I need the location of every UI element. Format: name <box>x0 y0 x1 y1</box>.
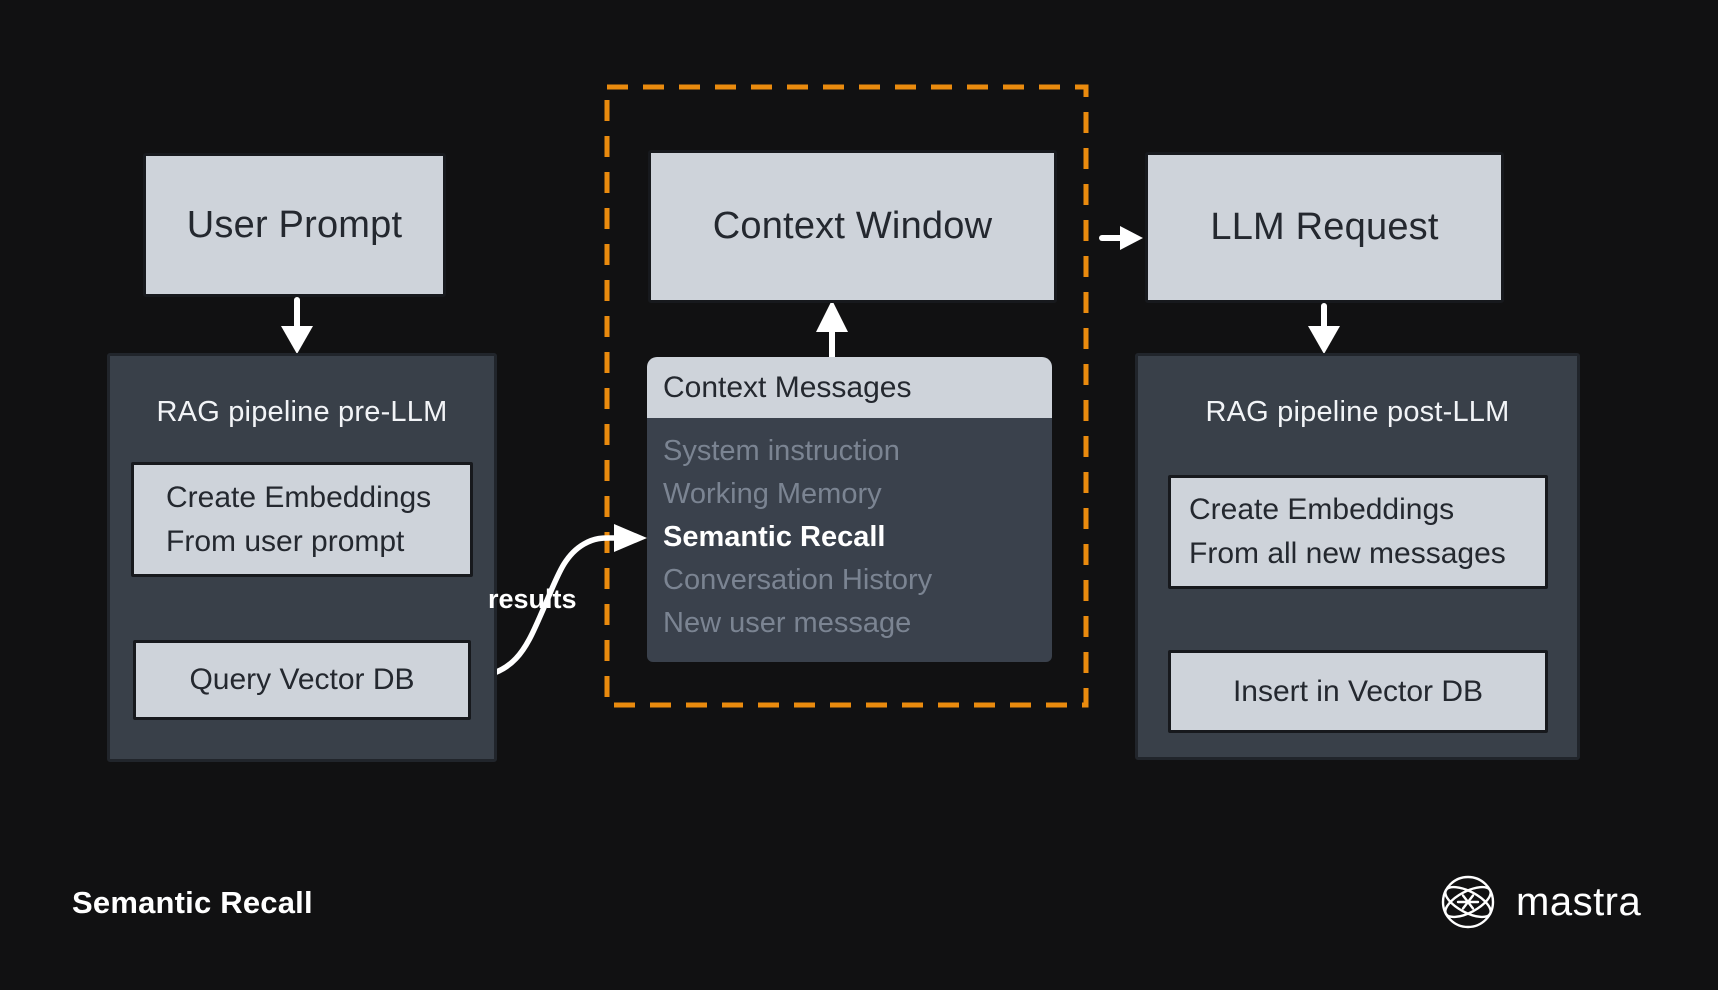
create-embeddings-pre-node: Create Embeddings From user prompt <box>131 462 473 577</box>
arrow-llm-request-to-post-pipeline <box>1308 303 1340 354</box>
insert-vector-db-node: Insert in Vector DB <box>1168 650 1548 733</box>
context-message-item-working-memory: Working Memory <box>663 478 882 510</box>
pre-pipeline-container: RAG pipeline pre-LLM Create Embeddings F… <box>107 353 497 762</box>
post-pipeline-title: RAG pipeline post-LLM <box>1205 396 1510 428</box>
brand-lockup: mastra <box>1440 874 1641 930</box>
context-window-node: Context Window <box>648 150 1057 303</box>
user-prompt-node: User Prompt <box>143 153 446 297</box>
context-message-item-new-user-message: New user message <box>663 607 912 639</box>
arrow-context-window-to-llm-request <box>1099 226 1143 250</box>
context-messages-header-label: Context Messages <box>663 370 912 404</box>
create-embeddings-post-node: Create Embeddings From all new messages <box>1168 475 1548 589</box>
context-messages-header: Context Messages <box>647 357 1052 418</box>
mastra-logo-icon <box>1441 875 1495 929</box>
results-arrow-label: results <box>488 584 577 614</box>
context-window-label: Context Window <box>712 205 993 247</box>
post-pipeline-container: RAG pipeline post-LLM Create Embeddings … <box>1135 353 1580 760</box>
diagram-caption: Semantic Recall <box>72 885 313 920</box>
context-message-item-semantic-recall: Semantic Recall <box>663 521 886 553</box>
llm-request-label: LLM Request <box>1210 206 1439 248</box>
arrow-user-prompt-to-pre-pipeline <box>281 297 313 354</box>
query-vector-db-node: Query Vector DB <box>133 640 471 720</box>
user-prompt-label: User Prompt <box>186 203 403 246</box>
context-message-item-conversation-history: Conversation History <box>663 564 933 596</box>
arrow-context-messages-to-context-window <box>816 300 848 363</box>
llm-request-node: LLM Request <box>1145 152 1504 303</box>
context-message-item-system-instruction: System instruction <box>663 435 900 467</box>
context-messages-panel: System instruction Working Memory Semant… <box>647 418 1052 662</box>
pre-pipeline-title: RAG pipeline pre-LLM <box>156 396 448 428</box>
brand-name: mastra <box>1516 879 1642 924</box>
